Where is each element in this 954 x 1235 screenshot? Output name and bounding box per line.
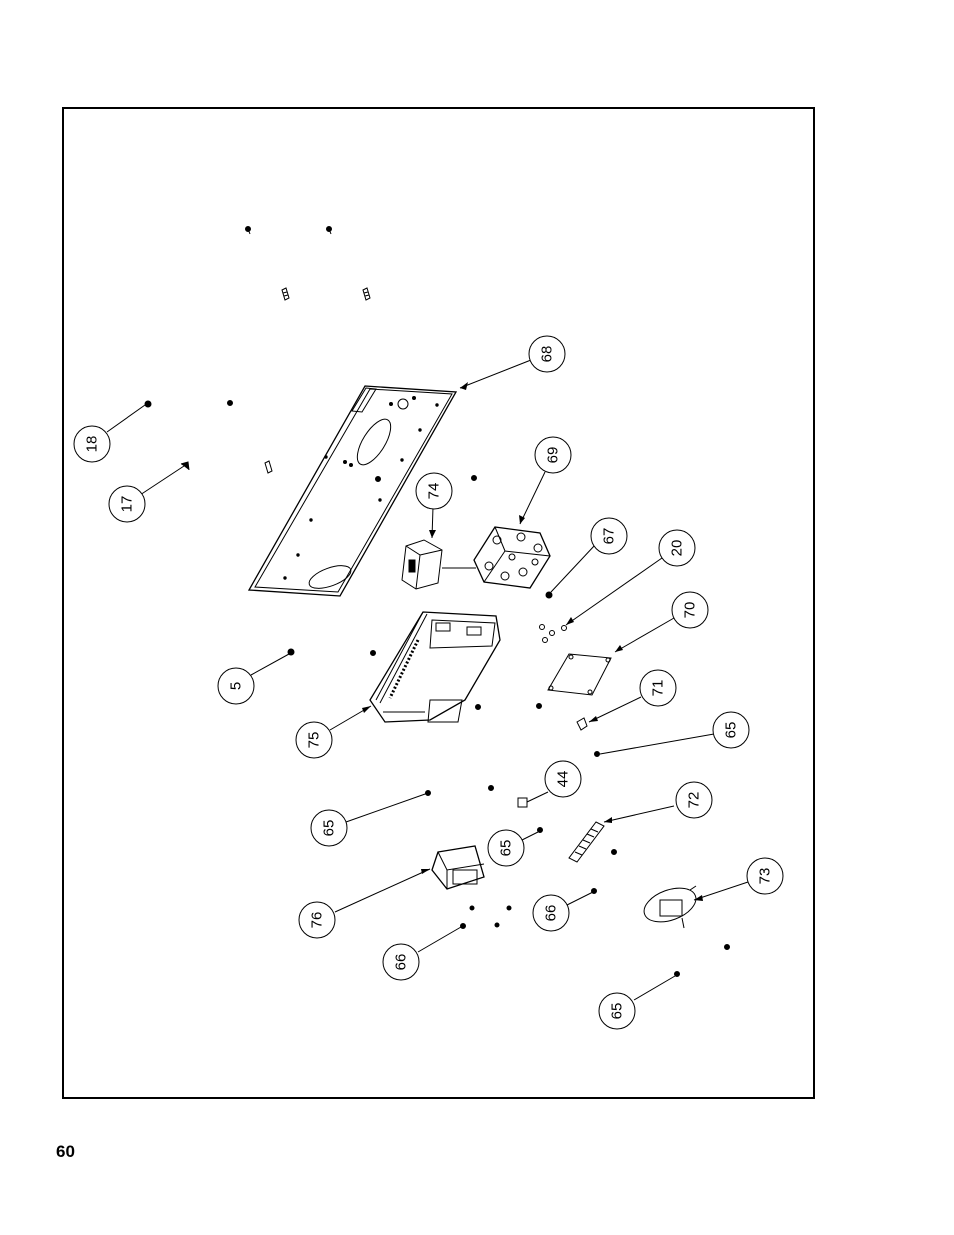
svg-text:70: 70 [682, 602, 699, 619]
svg-text:65: 65 [609, 1003, 626, 1020]
callout-44: 44 [544, 760, 582, 798]
callout-65: 65 [487, 829, 525, 867]
svg-text:72: 72 [686, 792, 703, 809]
callout-69: 69 [534, 436, 572, 474]
callout-71: 71 [639, 669, 677, 707]
callout-67: 67 [590, 517, 628, 555]
svg-text:75: 75 [306, 732, 323, 749]
svg-text:66: 66 [543, 905, 560, 922]
callout-76: 76 [298, 901, 336, 939]
callout-18: 18 [73, 425, 111, 463]
callout-73: 73 [746, 857, 784, 895]
leader-lines [106, 359, 749, 1001]
svg-text:65: 65 [498, 840, 515, 857]
relay-74 [401, 539, 443, 590]
svg-text:69: 69 [545, 447, 562, 464]
spacer-44 [517, 797, 528, 808]
svg-text:67: 67 [601, 528, 618, 545]
svg-text:65: 65 [723, 722, 740, 739]
screw-top-1 [245, 226, 251, 235]
callout-70: 70 [671, 591, 709, 629]
callout-65: 65 [310, 809, 348, 847]
leader-arrowheads [362, 382, 703, 901]
svg-text:18: 18 [84, 436, 101, 453]
screw-left-1 [227, 400, 233, 406]
svg-text:20: 20 [669, 540, 686, 557]
svg-text:66: 66 [393, 954, 410, 971]
callout-65: 65 [598, 992, 636, 1030]
callout-5: 5 [217, 667, 255, 705]
svg-text:74: 74 [426, 483, 443, 500]
pressure-switch-73 [643, 885, 697, 929]
callout-66: 66 [382, 943, 420, 981]
standoff-1 [281, 287, 290, 301]
svg-text:73: 73 [757, 868, 774, 885]
svg-text:5: 5 [228, 682, 245, 690]
callout-66: 66 [532, 894, 570, 932]
junction-box-69 [473, 526, 551, 589]
mounting-plate [247, 385, 458, 597]
clip-71 [576, 717, 588, 731]
svg-text:44: 44 [555, 771, 572, 788]
cover-plate-70 [547, 653, 612, 696]
callout-68: 68 [528, 335, 566, 373]
terminal-strip-72 [568, 821, 605, 863]
svg-text:76: 76 [309, 912, 326, 929]
standoff-left-1 [264, 460, 273, 474]
svg-text:17: 17 [119, 496, 136, 513]
svg-text:65: 65 [321, 820, 338, 837]
page-number: 60 [56, 1142, 75, 1161]
control-module-75 [369, 611, 501, 723]
callout-17: 17 [108, 485, 146, 523]
callout-74: 74 [415, 472, 453, 510]
svg-text:71: 71 [650, 680, 667, 697]
callout-20: 20 [658, 529, 696, 567]
transformer-76 [431, 845, 485, 890]
callout-72: 72 [675, 781, 713, 819]
standoff-2 [362, 287, 371, 301]
callout-65: 65 [712, 711, 750, 749]
svg-text:68: 68 [539, 346, 556, 363]
callout-75: 75 [295, 721, 333, 759]
screw-top-2 [326, 226, 332, 235]
diagram-border [62, 107, 815, 1099]
